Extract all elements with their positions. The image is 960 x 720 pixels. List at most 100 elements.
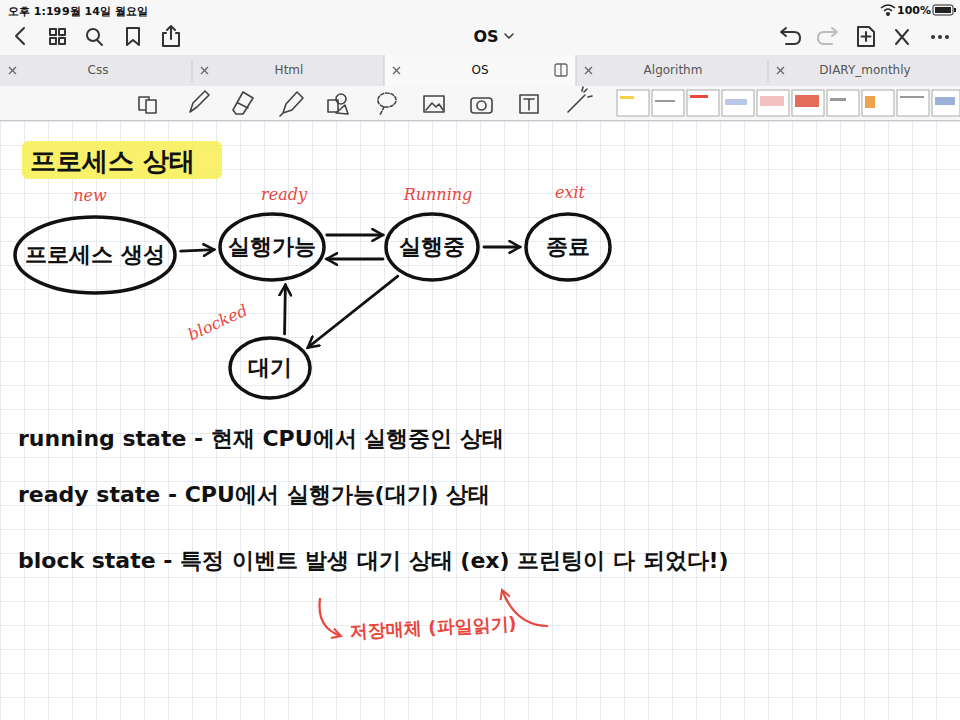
state-ellipse: 대기blocked: [228, 336, 312, 400]
document-title: OS: [473, 27, 498, 46]
grid-cell: [50, 38, 56, 44]
close-icon: [896, 30, 908, 44]
title-chevron: [505, 34, 513, 38]
transition-arrow: [327, 234, 383, 237]
state-name: 실행중: [399, 232, 465, 262]
tab-close: [585, 67, 592, 74]
shape-triangle: [336, 105, 348, 114]
grid-icon: [50, 29, 65, 44]
redo-icon: [818, 28, 837, 44]
annotation-arrow: [319, 598, 341, 636]
camera-lens: [477, 101, 486, 110]
wifi-arc: [881, 5, 895, 8]
shape-circle: [336, 94, 346, 104]
note-line: block state - 특정 이벤트 발생 대기 상태 (ex) 프린팅이 …: [18, 546, 729, 576]
ellipse-shape: [220, 214, 324, 280]
eraser-tool: [233, 92, 253, 114]
thumbnail-mark: [830, 98, 846, 101]
more-dot: [931, 35, 935, 39]
state-english-name: blocked: [185, 301, 250, 345]
tab-divider: [768, 60, 769, 82]
thumbnail: [757, 90, 789, 116]
toolbar-border: [0, 120, 960, 121]
camera-tool: [471, 98, 492, 113]
grid-cell: [59, 29, 65, 35]
image-mountain: [426, 103, 443, 110]
transition-arrow: [181, 250, 214, 252]
state-english-name: Running: [404, 185, 473, 204]
tab-divider: [576, 55, 577, 86]
shapes-tool: [328, 94, 348, 114]
wifi-arc: [884, 9, 892, 11]
share-icon: [163, 26, 179, 46]
search-icon: [87, 29, 102, 45]
note-line: ready state - CPU에서 실행가능(대기) 상태: [18, 480, 490, 510]
more-dot: [938, 35, 942, 39]
transition-arrow: [283, 285, 287, 334]
page-thumbnails: [617, 90, 960, 116]
grid-cell: [50, 29, 56, 35]
thumbnail: [932, 90, 960, 116]
state-ellipse: 실행가능ready: [218, 212, 326, 282]
transition-arrow: [327, 258, 383, 261]
thumbnail: [792, 90, 824, 116]
status-time: 오후 1:19: [8, 4, 61, 19]
undo-icon: [781, 28, 800, 44]
split-view-icon: [555, 64, 567, 76]
wifi-icon: [881, 5, 895, 15]
page-title: 프로세스 상태: [30, 144, 195, 179]
top-toolbar: [0, 0, 960, 55]
tab-label: DIARY_monthly: [819, 63, 910, 77]
state-name: 실행가능: [228, 232, 316, 262]
state-english-name: exit: [555, 183, 585, 202]
title-highlight: [22, 141, 222, 179]
highlighter-tool: [280, 92, 303, 116]
battery-icon: [933, 5, 956, 15]
transition-arrow: [484, 246, 520, 249]
thumbnail: [617, 90, 649, 116]
ellipse-shape: [526, 214, 610, 280]
thumbnail-mark: [900, 96, 924, 98]
text-glyph: [524, 99, 534, 110]
grid-cell: [59, 38, 65, 44]
back-icon: [16, 28, 24, 44]
thumbnail: [862, 90, 894, 116]
battery-level: [935, 7, 951, 13]
note-line: running state - 현재 CPU에서 실행중인 상태: [18, 424, 504, 454]
state-ellipse: 프로세스 생성new: [13, 215, 177, 295]
laser-pointer-tool: [568, 87, 592, 112]
battery-tip: [954, 8, 956, 12]
thumbnail: [897, 90, 929, 116]
image-tool: [424, 96, 444, 112]
plus-sign: [862, 32, 871, 41]
ellipse-shape: [15, 217, 175, 293]
thumbnail-mark: [865, 96, 875, 108]
thumbnail-mark: [725, 99, 747, 105]
more-icon: [931, 35, 949, 39]
thumbnail-mark: [690, 95, 708, 98]
tab-bar: [0, 55, 960, 86]
add-page-icon: [858, 27, 874, 46]
image-frame: [424, 96, 444, 112]
thumbnail-mark: [655, 100, 675, 102]
search-handle: [97, 40, 102, 45]
status-date: 9월 14일 월요일: [62, 4, 148, 19]
thumbnail-mark: [935, 97, 955, 105]
tab-close: [777, 67, 784, 74]
wifi-dot: [887, 13, 889, 15]
text-box: [520, 95, 538, 113]
tab-label: Algorithm: [644, 63, 703, 77]
state-ellipse: 실행중Running: [384, 212, 480, 282]
text-tool: [520, 95, 538, 113]
battery-outline: [933, 5, 953, 15]
tab-label: Html: [275, 63, 304, 77]
tab-divider: [384, 55, 385, 86]
page-outline: [858, 27, 874, 46]
tab-divider: [192, 60, 193, 82]
thumbnail: [687, 90, 719, 116]
thumbnail-mark: [620, 96, 634, 99]
state-english-name: ready: [261, 185, 307, 204]
